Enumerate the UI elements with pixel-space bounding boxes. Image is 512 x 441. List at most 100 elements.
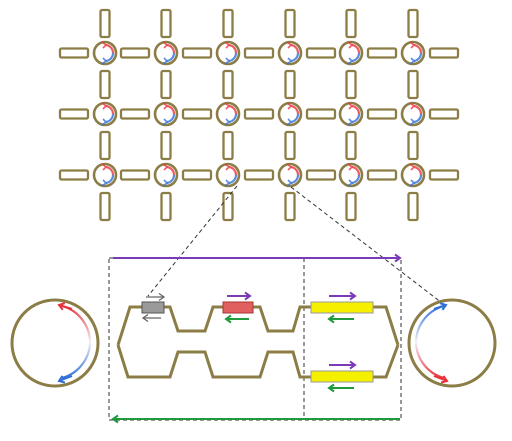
link-v-c5-r2 bbox=[407, 130, 419, 161]
mode-red-arrowhead bbox=[224, 41, 231, 49]
mode-red-arrowhead bbox=[409, 41, 416, 49]
mode-blue-arrowhead bbox=[286, 179, 293, 187]
mode-red-arrowhead bbox=[347, 163, 354, 171]
backward-arrow-green-head bbox=[111, 414, 119, 424]
link-h-r2-c3 bbox=[243, 169, 275, 181]
ring-resonator-r0-c5 bbox=[400, 40, 426, 66]
backward-arrow-green bbox=[111, 414, 400, 424]
ring-resonator-r0-c1 bbox=[153, 40, 179, 66]
link-h-r1-c2 bbox=[181, 108, 213, 120]
mode-red-arrowhead bbox=[224, 102, 231, 110]
gray-arrow-right-head bbox=[158, 292, 166, 302]
ring-resonator-r1-c3 bbox=[277, 101, 303, 127]
mode-red-arrowhead bbox=[286, 102, 293, 110]
ring-resonator-r2-c0 bbox=[92, 162, 118, 188]
link-v-c1-r2 bbox=[160, 130, 172, 161]
link-v-c5-r0 bbox=[407, 8, 419, 39]
mode-gradient-arc bbox=[61, 304, 92, 380]
ring-right-blue-head bbox=[433, 302, 448, 311]
mode-red-arrowhead bbox=[162, 102, 169, 110]
ring-resonator-r1-c4 bbox=[338, 101, 364, 127]
link-h-r1-c4 bbox=[305, 108, 337, 120]
mode-red-arrowhead bbox=[101, 41, 108, 49]
link-h-r2-c6 bbox=[428, 169, 460, 181]
link-h-r0-c4 bbox=[305, 47, 337, 59]
detail-view bbox=[10, 253, 497, 424]
ring-resonator-r1-c0 bbox=[92, 101, 118, 127]
link-v-c0-r0 bbox=[99, 8, 111, 39]
yellow-bottom-green-arrow-head bbox=[327, 383, 335, 393]
red-purple-arrow-head bbox=[244, 291, 252, 301]
link-v-c1-r1 bbox=[160, 69, 172, 100]
red-purple-arrow bbox=[227, 291, 252, 301]
link-v-c3-r1 bbox=[284, 69, 296, 100]
mode-blue-arrowhead bbox=[101, 57, 108, 65]
link-h-r1-c0 bbox=[58, 108, 90, 120]
link-h-r2-c1 bbox=[119, 169, 151, 181]
link-h-r0-c6 bbox=[428, 47, 460, 59]
ring-right-blue-head-shaft bbox=[433, 304, 447, 310]
link-v-c1-r0 bbox=[160, 8, 172, 39]
mode-blue-arrowhead bbox=[347, 118, 354, 126]
ring-left-red-head-shaft bbox=[58, 304, 73, 310]
ring-resonator-r2-c5 bbox=[400, 162, 426, 188]
mode-red-arrowhead bbox=[347, 102, 354, 110]
yellow-bottom-purple-arrow bbox=[329, 360, 357, 370]
ring-right-red-head bbox=[433, 375, 449, 384]
yellow-top-purple-arrow-head bbox=[349, 291, 357, 301]
link-v-c5-r3 bbox=[407, 191, 419, 222]
mode-blue-arrowhead bbox=[224, 179, 231, 187]
zoom-line-left bbox=[147, 185, 238, 297]
mode-red-arrowhead bbox=[162, 41, 169, 49]
forward-arrow-purple-head bbox=[394, 253, 402, 263]
red-green-arrow bbox=[224, 314, 249, 324]
link-v-c2-r2 bbox=[222, 130, 234, 161]
mode-blue-arrowhead bbox=[162, 179, 169, 187]
resonator-lattice bbox=[58, 8, 460, 222]
mode-red-arrowhead bbox=[409, 163, 416, 171]
link-h-r0-c2 bbox=[181, 47, 213, 59]
mode-red-arrowhead bbox=[224, 163, 231, 171]
gray-arrow-left-head bbox=[141, 313, 149, 323]
yellow-top-green-arrow-head bbox=[327, 314, 335, 324]
link-v-c4-r2 bbox=[345, 130, 357, 161]
ring-resonator-r2-c2 bbox=[215, 162, 241, 188]
mode-blue-arrowhead bbox=[162, 57, 169, 65]
big-ring-right bbox=[407, 298, 497, 388]
mode-blue-arrowhead bbox=[286, 57, 293, 65]
ring-resonator-r0-c2 bbox=[215, 40, 241, 66]
ring-right-red-head-head bbox=[440, 375, 449, 384]
ring-left-blue-head-head bbox=[57, 375, 66, 384]
mode-red-arrowhead bbox=[101, 102, 108, 110]
magnification-lines bbox=[147, 185, 443, 304]
coupler-gray bbox=[141, 301, 165, 314]
link-h-r0-c0 bbox=[58, 47, 90, 59]
mode-blue-arrowhead bbox=[347, 57, 354, 65]
link-v-c3-r2 bbox=[284, 130, 296, 161]
ring-resonator-r2-c4 bbox=[338, 162, 364, 188]
link-v-c0-r1 bbox=[99, 69, 111, 100]
link-h-r0-c3 bbox=[243, 47, 275, 59]
link-v-c0-r3 bbox=[99, 191, 111, 222]
ring-outline bbox=[407, 298, 497, 388]
link-h-r2-c5 bbox=[366, 169, 398, 181]
ring-right-red-head-shaft bbox=[433, 375, 448, 382]
mode-blue-arrowhead bbox=[224, 118, 231, 126]
red-green-arrow-head bbox=[224, 314, 232, 324]
link-v-c2-r0 bbox=[222, 8, 234, 39]
yellow-top-purple-arrow bbox=[329, 291, 357, 301]
ring-left-blue-head bbox=[57, 375, 73, 384]
mode-red-arrowhead bbox=[286, 163, 293, 171]
yellow-bottom-purple-arrow-head bbox=[349, 360, 357, 370]
link-h-r1-c6 bbox=[428, 108, 460, 120]
yellow-bottom-green-arrow bbox=[327, 383, 354, 393]
ring-resonator-r2-c3 bbox=[277, 162, 303, 188]
mode-blue-arrowhead bbox=[409, 118, 416, 126]
mode-blue-arrowhead bbox=[162, 118, 169, 126]
gray-arrow-right bbox=[146, 292, 166, 302]
link-h-r1-c5 bbox=[366, 108, 398, 120]
ring-left-red-head bbox=[57, 302, 73, 311]
ring-resonator-r0-c0 bbox=[92, 40, 118, 66]
link-v-c0-r2 bbox=[99, 130, 111, 161]
